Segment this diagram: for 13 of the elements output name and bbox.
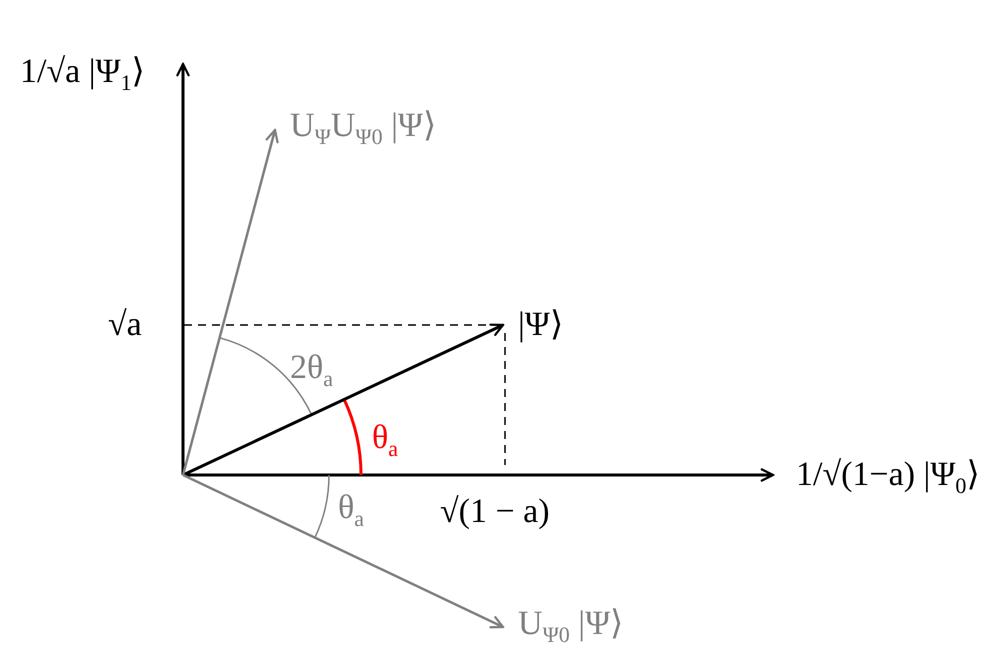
coordinate-label: √(1 − a) bbox=[440, 492, 550, 532]
angle-label: θ$_{a}$ bbox=[338, 488, 364, 533]
vector-arrow bbox=[182, 128, 279, 476]
vector-label: U$_{Ψ}$U$_{Ψ0}$ |Ψ⟩ bbox=[290, 106, 436, 157]
vector-arrow bbox=[182, 474, 504, 628]
vector-label: U$_{Ψ0}$ |Ψ⟩ bbox=[518, 604, 624, 655]
angle-label: 2θ$_{a}$ bbox=[290, 348, 334, 393]
axis-label: 1/√(1−a) |Ψ$_{0}$⟩ bbox=[796, 455, 980, 500]
coordinate-label: √a bbox=[108, 305, 142, 345]
axis-label: 1/√a |Ψ$_{1}$⟩ bbox=[20, 52, 145, 97]
angle-label: θ$_{a}$ bbox=[372, 418, 398, 463]
vector-label: |Ψ⟩ bbox=[518, 305, 563, 345]
vector-arrow bbox=[182, 324, 504, 476]
